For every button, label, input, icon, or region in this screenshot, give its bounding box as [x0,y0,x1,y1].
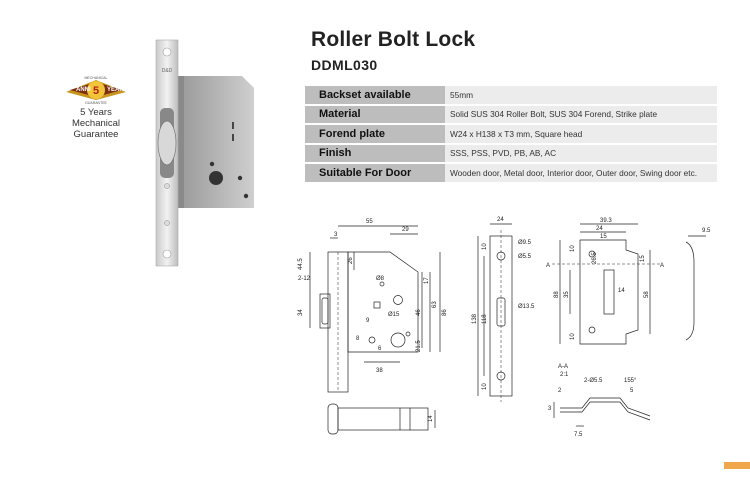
spec-label: Backset available [305,86,445,106]
svg-text:Ø13.5: Ø13.5 [518,304,535,310]
warranty-line: 5 Years [80,107,112,118]
spec-label: Forend plate [305,124,445,145]
edge-profile-view [685,235,706,341]
svg-text:10: 10 [570,333,576,340]
svg-text:10: 10 [482,383,488,390]
svg-text:24: 24 [497,217,504,223]
svg-text:Ø5.5: Ø5.5 [518,254,532,260]
svg-text:6: 6 [378,346,382,352]
spec-row: Material Solid SUS 304 Roller Bolt, SUS … [305,104,717,125]
svg-text:63: 63 [432,301,438,308]
spec-label: Finish [305,143,445,164]
svg-text:155°: 155° [624,378,637,384]
svg-text:14: 14 [428,415,434,422]
svg-text:34: 34 [298,309,304,316]
svg-text:D&D: D&D [162,68,173,74]
svg-text:2:1: 2:1 [560,372,569,378]
svg-text:7.5: 7.5 [574,432,583,438]
svg-text:MECHANICAL: MECHANICAL [85,76,108,80]
model-number: DDML030 [311,57,378,73]
spec-value: Wooden door, Metal door, Interior door, … [445,163,717,184]
svg-text:ANNI: ANNI [76,87,91,93]
svg-text:138: 138 [472,313,478,324]
svg-text:10: 10 [482,243,488,250]
spec-row: Suitable For Door Wooden door, Metal doo… [305,163,717,184]
lock-body-front-view [309,225,441,393]
svg-text:A: A [660,263,664,269]
svg-text:38: 38 [376,368,383,374]
forend-plate-view [477,223,513,402]
svg-text:17: 17 [424,277,430,284]
svg-text:24: 24 [596,226,603,232]
spec-table: Backset available 55mm Material Solid SU… [305,86,717,184]
lock-product-image: D&D [155,39,254,267]
svg-text:29: 29 [402,227,409,233]
svg-text:26.5: 26.5 [592,252,598,264]
svg-text:88: 88 [554,291,560,298]
warranty-badge-logo: 5 ANNI YEARS MECHANICAL GUARANTEE [66,76,128,105]
section-a-a-view [553,397,651,427]
svg-text:14: 14 [618,288,625,294]
product-title: Roller Bolt Lock [311,28,476,51]
svg-text:86: 86 [442,309,448,316]
warranty-line: Mechanical [71,118,121,129]
svg-text:8: 8 [356,336,360,342]
svg-text:5: 5 [630,388,634,394]
svg-text:118: 118 [482,314,488,324]
svg-text:35: 35 [564,291,570,298]
svg-text:GUARANTEE: GUARANTEE [85,101,107,105]
warranty-line: Guarantee [73,129,119,140]
svg-text:46: 46 [416,309,422,316]
svg-text:9.5: 9.5 [702,228,711,234]
svg-text:YEARS: YEARS [107,87,128,93]
spec-value: SSS, PSS, PVD, PB, AB, AC [445,143,717,164]
svg-text:58: 58 [644,291,650,298]
warranty-text: 5 Years Mechanical Guarantee [70,107,122,140]
svg-text:Ø15: Ø15 [388,312,400,318]
svg-text:15: 15 [640,255,646,262]
svg-text:3: 3 [548,406,552,412]
svg-text:Ø9.5: Ø9.5 [518,240,532,246]
spec-row: Backset available 55mm [305,86,717,106]
svg-text:2: 2 [558,388,562,394]
roller-bolt-detail [327,403,436,435]
svg-text:21.5: 21.5 [416,340,422,352]
svg-text:15: 15 [600,234,607,240]
svg-text:5: 5 [93,85,99,97]
spec-row: Finish SSS, PSS, PVD, PB, AB, AC [305,143,717,164]
spec-row: Forend plate W24 x H138 x T3 mm, Square … [305,124,717,145]
technical-drawing: 55 29 3 26 44.5 2-12 34 Ø8 Ø15 9 8 38 17… [298,217,711,438]
spec-label: Material [305,104,445,125]
svg-text:2-Ø5.5: 2-Ø5.5 [584,378,603,384]
svg-text:10: 10 [570,245,576,252]
svg-text:44.5: 44.5 [298,258,304,270]
svg-text:26: 26 [348,257,354,264]
svg-text:3: 3 [334,232,338,238]
accent-corner-tab [724,462,750,469]
svg-text:39.3: 39.3 [600,218,612,224]
svg-text:55: 55 [366,219,373,225]
svg-text:9: 9 [366,318,370,324]
svg-text:2-12: 2-12 [298,276,311,282]
spec-value: 55mm [445,86,717,106]
strike-plate-view [552,223,660,345]
spec-value: Solid SUS 304 Roller Bolt, SUS 304 Foren… [445,104,717,125]
svg-text:A: A [546,263,550,269]
svg-text:A-A: A-A [558,364,568,370]
spec-label: Suitable For Door [305,163,445,184]
svg-text:Ø8: Ø8 [376,276,385,282]
spec-value: W24 x H138 x T3 mm, Square head [445,124,717,145]
